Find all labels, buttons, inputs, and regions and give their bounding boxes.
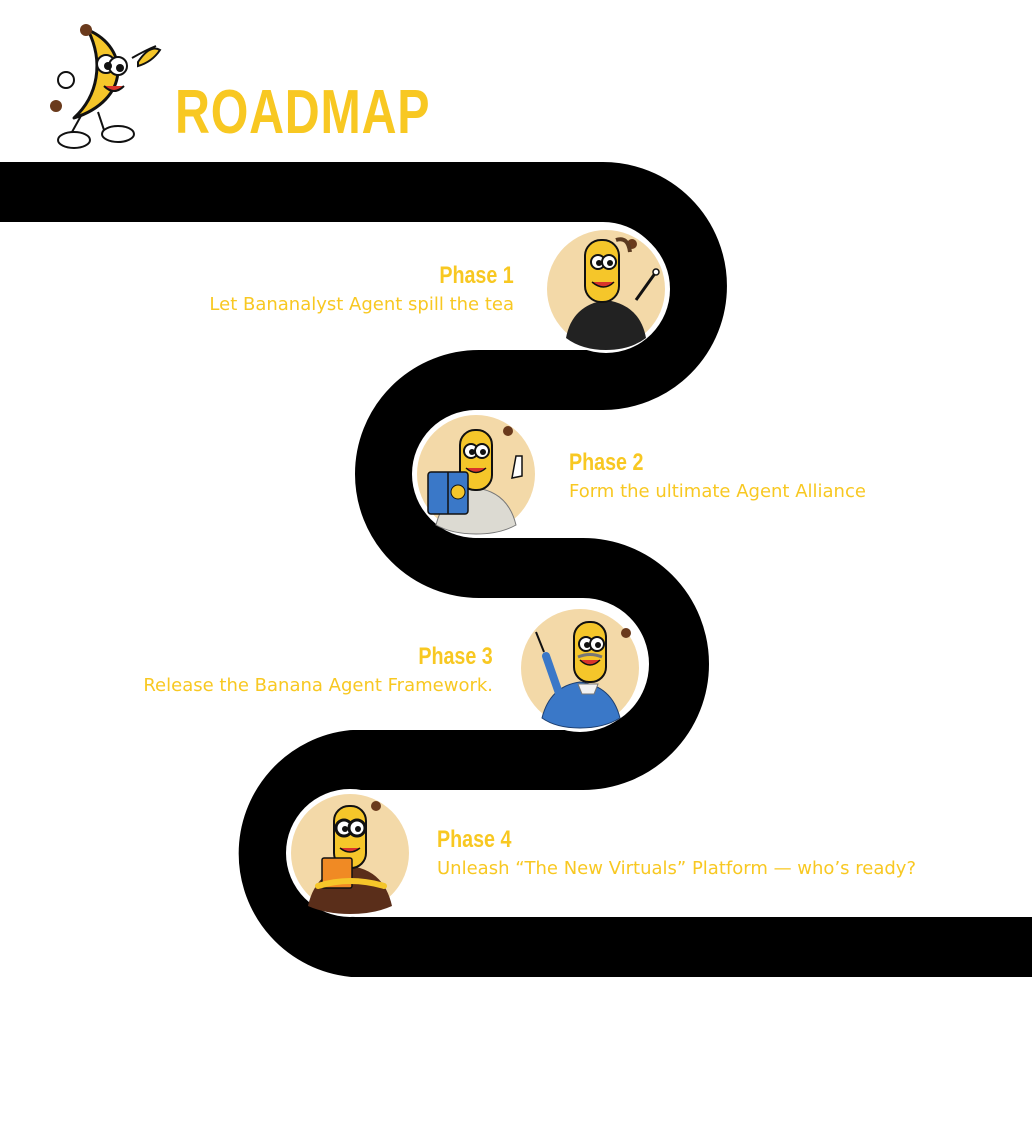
phase-4-avatar — [286, 789, 414, 917]
phase-4-title: Phase 4 — [437, 826, 512, 853]
phase-3-description: Release the Banana Agent Framework. — [143, 675, 493, 696]
phase-2-avatar — [412, 410, 540, 538]
phase-1-description: Let Bananalyst Agent spill the tea — [209, 294, 514, 315]
phase-1-avatar — [542, 225, 670, 353]
phase-1-title: Phase 1 — [439, 262, 514, 289]
phase-3-avatar — [516, 604, 644, 732]
phase-4-description: Unleash “The New Virtuals” Platform — wh… — [437, 858, 917, 879]
page-title: ROADMAP — [175, 78, 431, 147]
phase-2-description: Form the ultimate Agent Alliance — [569, 481, 866, 502]
phase-3-title: Phase 3 — [418, 643, 493, 670]
banana-mascot-icon — [50, 24, 162, 149]
phase-2-title: Phase 2 — [569, 449, 644, 476]
